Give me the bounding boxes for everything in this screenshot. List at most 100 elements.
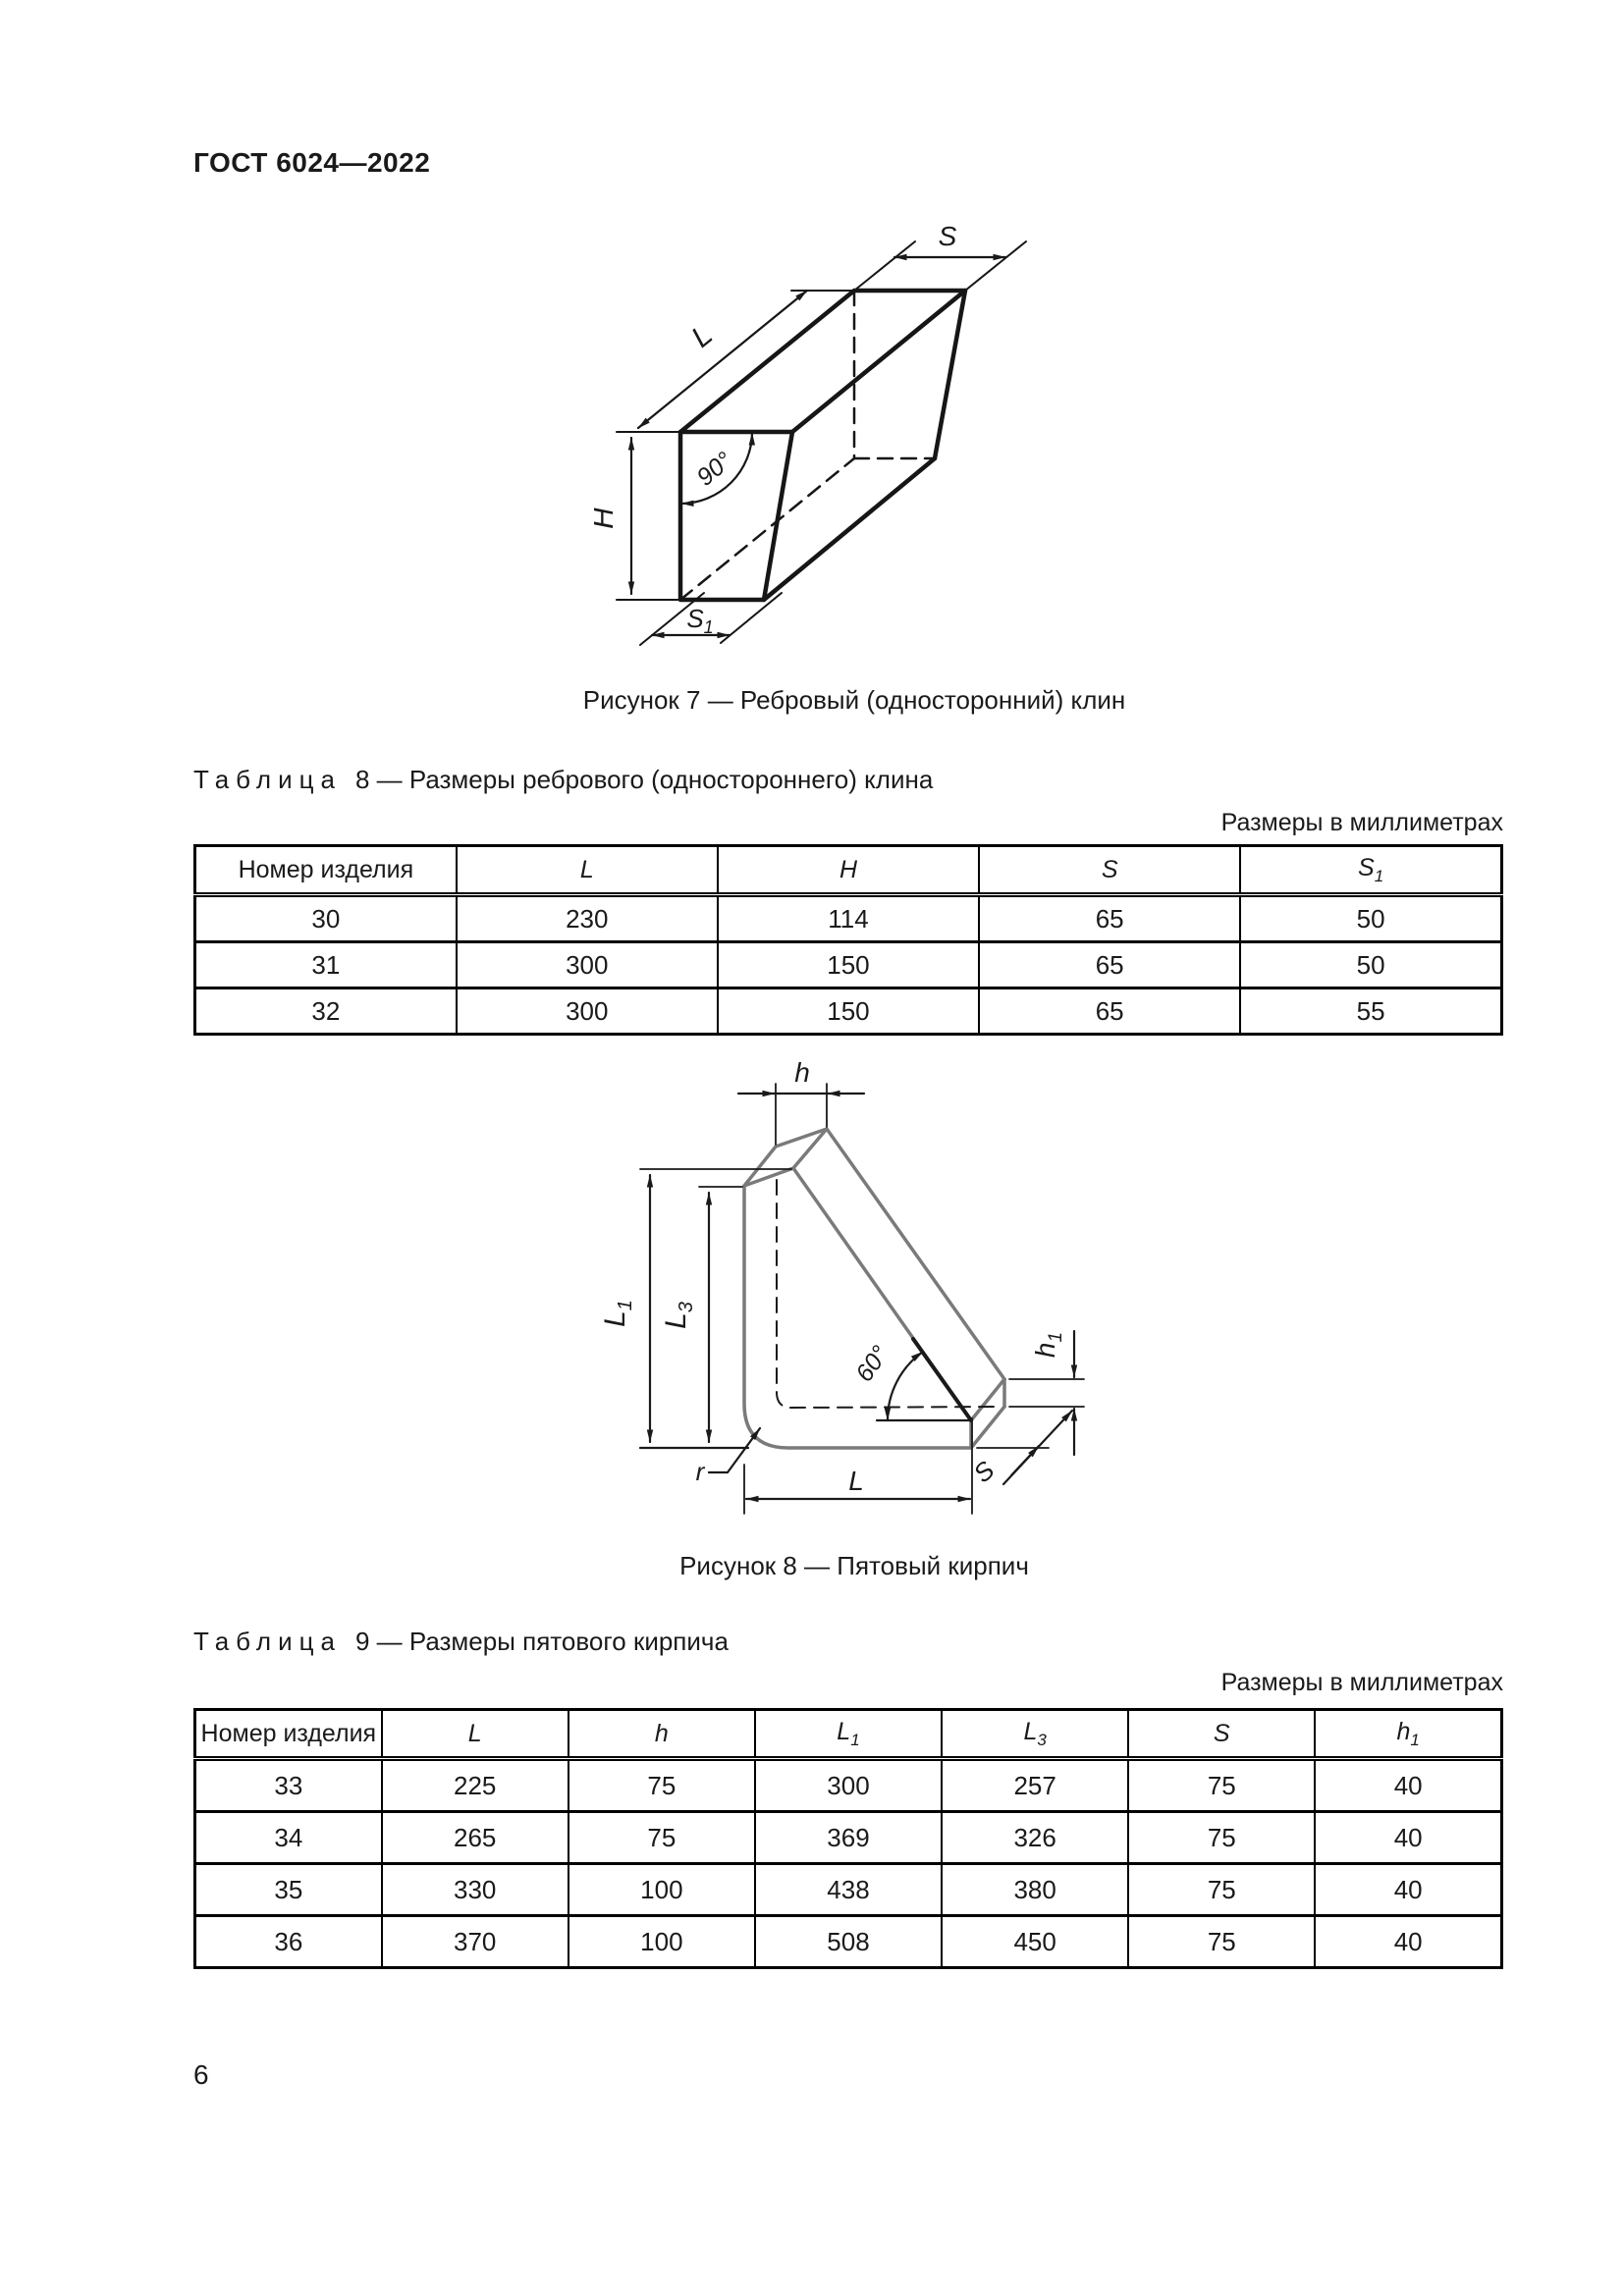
column-header: h: [567, 1709, 755, 1761]
dim-label-h1: h1: [1030, 1332, 1066, 1358]
data-cell: 150: [716, 940, 980, 988]
figure-8-drawing: h L1 L3 h1 60° S L r: [599, 1060, 1085, 1515]
data-cell: 100: [567, 1914, 755, 1968]
column-header: S: [978, 845, 1241, 897]
data-cell: 150: [716, 987, 980, 1035]
data-cell: 380: [941, 1862, 1129, 1916]
document-title: ГОСТ 6024—2022: [193, 147, 431, 178]
data-cell: 32: [194, 987, 457, 1035]
dim-label-S1: S1: [686, 604, 713, 637]
table-9-caption-text: 9 — Размеры пятового кирпича: [354, 1627, 729, 1656]
data-cell: 225: [380, 1757, 568, 1812]
data-cell: 100: [567, 1862, 755, 1916]
data-cell: 300: [455, 940, 718, 988]
table-9-units-note: Размеры в миллиметрах: [1220, 1669, 1503, 1696]
dimension-lines: [638, 1090, 1078, 1503]
dim-label-h: h: [794, 1060, 810, 1088]
data-cell: 31: [194, 940, 457, 988]
data-cell: 369: [753, 1810, 943, 1864]
data-cell: 40: [1314, 1757, 1502, 1812]
column-header: Номер изделия: [194, 845, 457, 897]
table-8-caption: Таблица 8 — Размеры ребрового (односторон…: [193, 765, 933, 795]
data-cell: 75: [1127, 1914, 1316, 1968]
data-cell: 508: [753, 1914, 943, 1968]
dimension-lines: [627, 253, 1007, 639]
data-cell: 50: [1239, 893, 1502, 942]
data-cell: 114: [716, 893, 980, 942]
data-cell: 55: [1239, 987, 1502, 1035]
data-cell: 65: [978, 987, 1241, 1035]
data-cell: 438: [753, 1862, 943, 1916]
table-8-units-note: Размеры в миллиметрах: [1220, 809, 1503, 836]
column-header: h1: [1314, 1709, 1502, 1761]
data-cell: 40: [1314, 1914, 1502, 1968]
dim-label-L: L: [685, 319, 719, 354]
data-cell: 75: [1127, 1862, 1316, 1916]
data-cell: 65: [978, 893, 1241, 942]
wedge-hidden-edges: [678, 289, 937, 602]
data-cell: 75: [567, 1757, 755, 1812]
dim-label-L1: L1: [599, 1300, 636, 1327]
column-header: S1: [1239, 845, 1502, 897]
table-9-caption: Таблица 9 — Размеры пятового кирпича: [193, 1627, 729, 1657]
data-cell: 65: [978, 940, 1241, 988]
angle-label-60: 60°: [850, 1341, 894, 1387]
data-cell: 40: [1314, 1810, 1502, 1864]
dim-label-L3: L3: [660, 1302, 697, 1329]
data-cell: 300: [753, 1757, 943, 1812]
table-9-caption-label: Таблица: [193, 1627, 342, 1656]
data-cell: 35: [194, 1862, 382, 1916]
data-cell: 330: [380, 1862, 568, 1916]
data-cell: 40: [1314, 1862, 1502, 1916]
data-cell: 450: [941, 1914, 1129, 1968]
data-cell: 34: [194, 1810, 382, 1864]
figure-8-caption: Рисунок 8 — Пятовый кирпич: [679, 1551, 1029, 1580]
data-cell: 326: [941, 1810, 1129, 1864]
data-cell: 370: [380, 1914, 568, 1968]
angle-label-90: 90°: [691, 447, 737, 492]
data-cell: 265: [380, 1810, 568, 1864]
figure-7-caption: Рисунок 7 — Ребровый (односторонний) кли…: [582, 685, 1126, 715]
dim-label-S: S: [939, 224, 957, 251]
data-cell: 75: [567, 1810, 755, 1864]
data-cell: 50: [1239, 940, 1502, 988]
data-cell: 75: [1127, 1757, 1316, 1812]
brick-hidden-edges: [776, 1179, 1002, 1409]
data-cell: 257: [941, 1757, 1129, 1812]
extension-lines: [616, 240, 1027, 646]
column-header: S: [1127, 1709, 1316, 1761]
column-header: L: [455, 845, 718, 897]
table-8-caption-text: 8 — Размеры ребрового (одностороннего) к…: [354, 765, 934, 794]
wedge-body-outline: [677, 288, 968, 603]
column-header: L: [380, 1709, 568, 1761]
data-cell: 230: [455, 893, 718, 942]
table-8-caption-label: Таблица: [193, 765, 342, 794]
angle-side-line: [911, 1337, 973, 1422]
column-header: L1: [753, 1709, 943, 1761]
data-cell: 36: [194, 1914, 382, 1968]
brick-body-outline: [742, 1127, 1006, 1450]
data-cell: 75: [1127, 1810, 1316, 1864]
dim-label-H: H: [594, 507, 620, 529]
data-cell: 33: [194, 1757, 382, 1812]
dim-label-r: r: [696, 1457, 706, 1486]
dim-label-L: L: [848, 1466, 864, 1496]
column-header: Номер изделия: [194, 1709, 382, 1761]
column-header: L3: [941, 1709, 1129, 1761]
page-number: 6: [193, 2059, 209, 2090]
figure-7-drawing: S L H 90° S1: [594, 224, 1027, 646]
column-header: H: [716, 845, 980, 897]
data-cell: 300: [455, 987, 718, 1035]
